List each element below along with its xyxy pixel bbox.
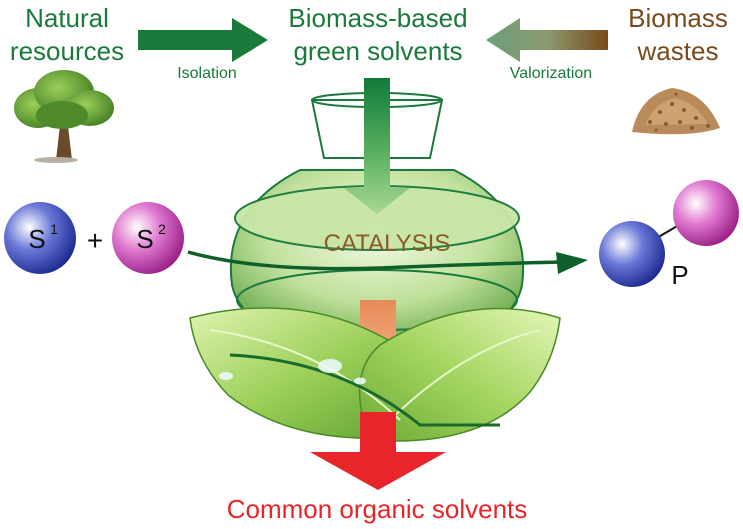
wood-chips-icon (632, 88, 720, 135)
green-leaves-icon (189, 307, 561, 442)
tree-icon (14, 70, 114, 163)
biomass-wastes-label: Biomass (628, 3, 728, 33)
valorization-arrow (486, 18, 608, 62)
isolation-label: Isolation (177, 65, 237, 82)
substrate1-superscript: 1 (50, 221, 58, 237)
natural-resources-label-line2: resources (10, 36, 124, 66)
reaction-arrowhead (556, 252, 588, 274)
green-solvents-label: Biomass-based (288, 3, 467, 33)
substrate2-label: S (136, 224, 153, 254)
product-sphere-blue (599, 221, 665, 287)
reaction-path-arrow (187, 250, 561, 271)
biomass-wastes-label-line2: wastes (637, 36, 719, 66)
substrate1-sphere (4, 202, 76, 274)
valorization-label: Valorization (510, 65, 592, 82)
substrate1-label: S (28, 224, 45, 254)
plus-sign: + (87, 225, 103, 256)
catalysis-label: CATALYSIS (324, 230, 451, 257)
product-sphere-pink (673, 180, 739, 246)
product-label: P (671, 260, 688, 290)
green-solvents-label-line2: green solvents (293, 36, 462, 66)
substrate2-superscript: 2 (158, 221, 166, 237)
isolation-arrow (138, 18, 268, 62)
common-solvents-label: Common organic solvents (227, 494, 528, 524)
red-down-arrow (310, 412, 446, 490)
substrate2-sphere (112, 202, 184, 274)
green-down-arrow (344, 78, 410, 214)
natural-resources-label: Natural (25, 3, 109, 33)
